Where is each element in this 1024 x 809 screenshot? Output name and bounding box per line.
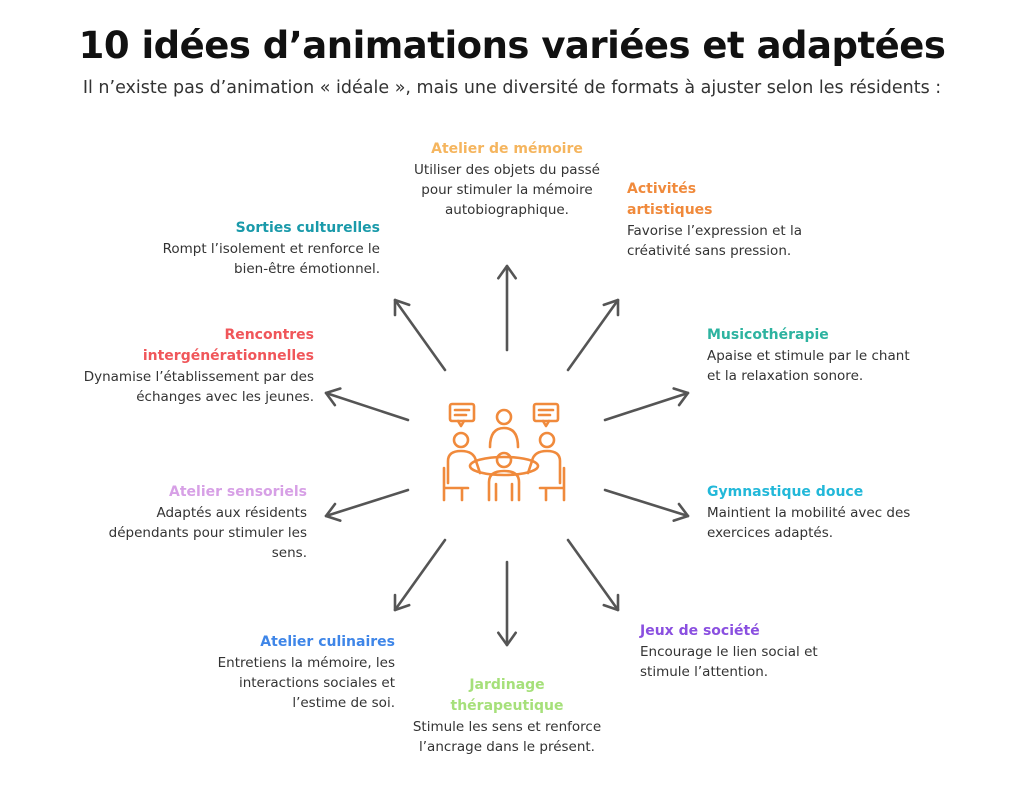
idea-description: Entretiens la mémoire, les interactions … xyxy=(217,655,395,711)
arrow-10 xyxy=(393,298,447,372)
idea-title: Jeux de société xyxy=(640,623,760,639)
arrow-9 xyxy=(324,387,410,422)
group-meeting-icon xyxy=(442,402,566,502)
idea-title: Jardinage thérapeutique xyxy=(450,677,564,714)
page-subtitle: Il n’existe pas d’animation « idéale », … xyxy=(82,78,942,98)
idea-description: Apaise et stimule par le chant et la rel… xyxy=(707,348,910,384)
arrow-8 xyxy=(324,488,410,522)
idea-description: Dynamise l’établissement par des échange… xyxy=(83,369,314,405)
page-title: 10 idées d’animations variées et adaptée… xyxy=(78,24,946,67)
idea-description: Maintient la mobilité avec des exercices… xyxy=(707,505,911,541)
idea-title: Atelier sensoriels xyxy=(169,484,307,500)
arrow-4 xyxy=(603,488,690,522)
arrow-6 xyxy=(496,560,518,647)
idea-title: Musicothérapie xyxy=(707,327,829,343)
idea-title: Atelier culinaires xyxy=(260,634,395,650)
idea-title: Sorties culturelles xyxy=(235,220,380,236)
idea-description: Rompt l’isolement et renforce le bien-êt… xyxy=(162,241,380,277)
idea-title: Atelier de mémoire xyxy=(431,141,583,157)
arrow-2 xyxy=(566,298,620,372)
idea-title: Activités artistiques xyxy=(627,181,713,218)
arrow-3 xyxy=(603,387,690,422)
idea-description: Stimule les sens et renforce l’ancrage d… xyxy=(412,719,602,755)
arrow-5 xyxy=(566,538,620,612)
arrow-1 xyxy=(496,264,518,352)
idea-description: Adaptés aux résidents dépendants pour st… xyxy=(108,505,307,561)
idea-description: Utiliser des objets du passé pour stimul… xyxy=(414,162,600,218)
idea-title: Gymnastique douce xyxy=(707,484,864,500)
arrow-7 xyxy=(393,538,447,612)
idea-description: Favorise l’expression et la créativité s… xyxy=(627,223,803,259)
idea-description: Encourage le lien social et stimule l’at… xyxy=(640,644,818,680)
idea-title: Rencontres intergénérationnelles xyxy=(142,327,314,364)
